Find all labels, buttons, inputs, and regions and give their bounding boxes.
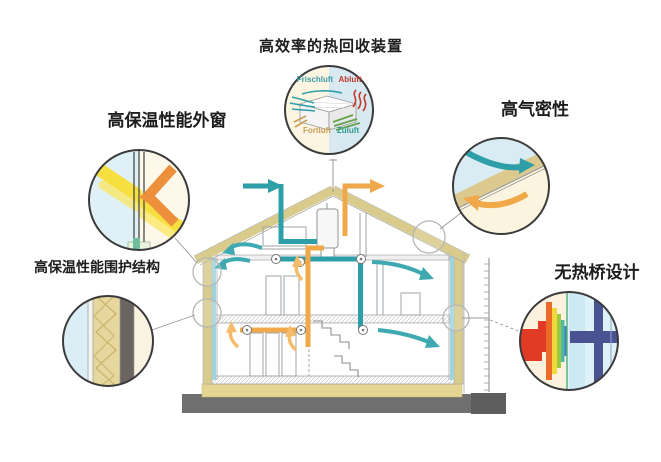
ground [182,393,506,414]
fortluft-label: Fortluft [303,126,331,135]
house-cross-section [182,159,506,414]
exhaust-outlet-arrow-icon [370,179,385,193]
inside-air-arrow-icon [463,191,529,211]
wall-layer-lines [87,296,135,386]
fresh-air-stream-icon [289,90,343,112]
insulation-lattice-icon [93,296,117,386]
callout-heat-recovery [284,65,374,155]
abluft-label: Abluft [338,75,362,84]
outgoing-air-stream-icon [293,115,308,128]
detail-marker-circles [192,220,470,332]
window-label: 高保温性能外窗 [107,111,227,130]
stairs [313,320,359,377]
airtight-membrane-icon [453,148,549,216]
airtightness-label: 高气密性 [501,100,569,119]
envelope-label: 高保温性能围护结构 [34,259,160,275]
callout-thermal-bridge [519,291,619,391]
supply-airflow-arrowheads [214,243,440,348]
thermal-bridge-label: 无热桥设计 [554,263,640,282]
callout-envelope [62,295,154,387]
heat-recovery-label: 高效率的热回收装置 [258,38,403,55]
heat-exchanger-icon [298,95,358,131]
thermogram-icon [520,302,567,380]
exhaust-airflow-arrowheads [226,255,303,337]
heat-recovery-unit [316,203,339,258]
supply-air-stream-icon [332,114,361,131]
supply-inlet-arrow-icon [268,179,283,193]
exterior-pole [463,252,490,393]
outside-air-arrow-icon [464,149,535,174]
callout-airtightness [452,137,550,235]
reflected-heat-arrow-icon [139,164,179,227]
zuluft-label: Zuluft [336,126,360,135]
interior-partitions [249,213,421,377]
roof [193,159,471,266]
callout-connector-lines [151,212,522,333]
exhaust-heat-waves-icon [352,89,367,112]
frischluft-label: Frischluft [296,75,334,84]
